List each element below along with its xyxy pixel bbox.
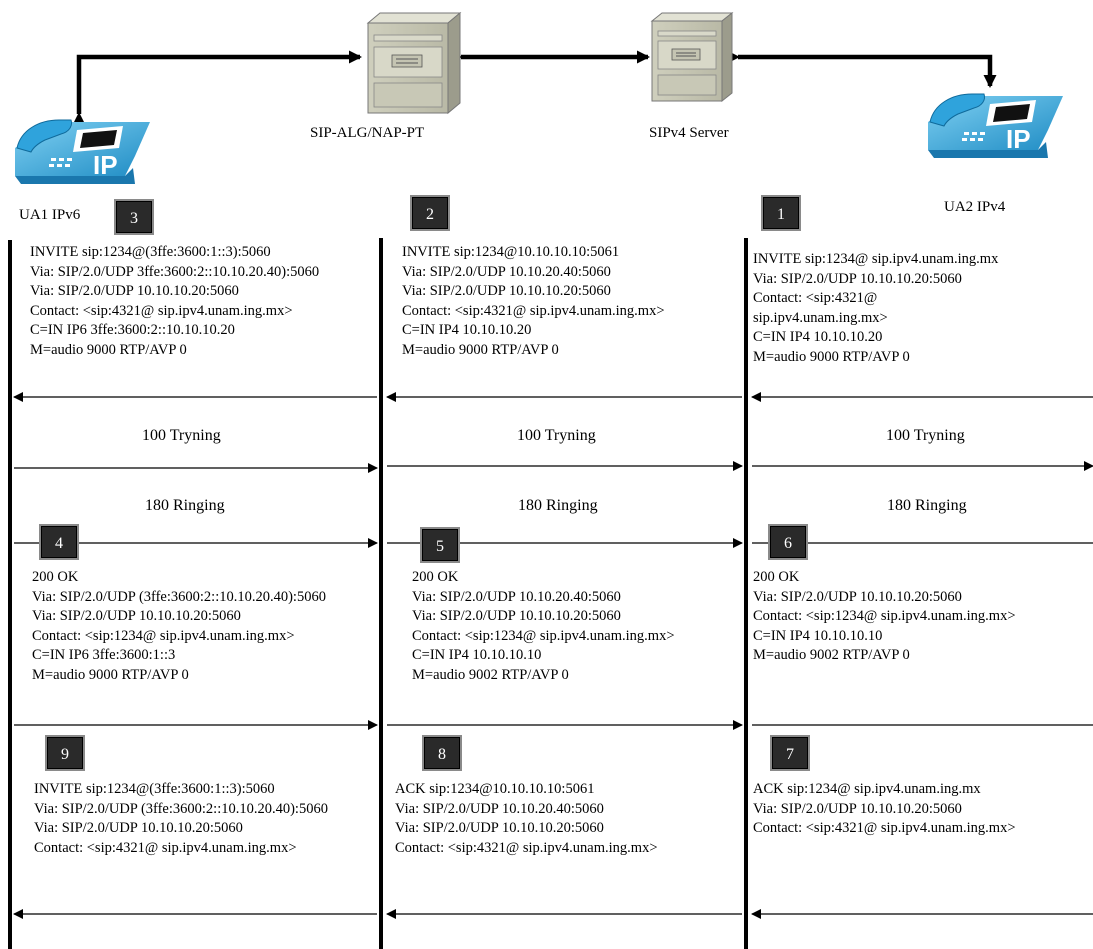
message-line: Contact: <sip:1234@ sip.ipv4.unam.ing.mx… [32,627,295,644]
message-line: Via: SIP/2.0/UDP 10.10.10.20:5060 [395,820,604,836]
node-label-alg: SIP-ALG/NAP-PT [310,125,425,141]
node-label-ua2: UA2 IPv4 [944,199,1006,215]
message-arrows [13,392,1093,919]
message-line: Contact: <sip:4321@ sip.ipv4.unam.ing.mx… [34,839,297,856]
message-line: Via: SIP/2.0/UDP 10.10.10.20:5060 [32,608,241,624]
step-badge: 3 [114,199,154,235]
message-line: Via: SIP/2.0/UDP 10.10.10.20:5060 [34,820,243,836]
trying-label: 100 Tryning [886,427,965,444]
message-line: Contact: <sip:4321@ sip.ipv4.unam.ing.mx… [30,302,293,319]
message-line: INVITE sip:1234@(3ffe:3600:1::3):5060 [30,244,271,260]
message-line: Contact: <sip:1234@ sip.ipv4.unam.ing.mx… [412,627,675,644]
message-line: Via: SIP/2.0/UDP 10.10.20.40:5060 [395,800,604,817]
network-connection-lines [72,50,997,125]
ip-phone-icon: IP [15,119,150,184]
step-badge: 1 [761,195,801,231]
message-line: 200 OK [412,569,459,585]
message-line: INVITE sip:1234@(3ffe:3600:1::3):5060 [34,781,275,797]
message-line: Contact: <sip:4321@ [753,290,878,306]
trying-label: 100 Tryning [517,427,596,444]
message-line: Via: SIP/2.0/UDP 10.10.10.20:5060 [30,283,239,299]
message-line: Via: SIP/2.0/UDP 10.10.10.20:5060 [753,270,962,287]
message-line: M=audio 9000 RTP/AVP 0 [30,341,187,358]
message-line: M=audio 9000 RTP/AVP 0 [32,666,189,683]
server-icon [366,11,462,115]
message-line: Via: SIP/2.0/UDP 10.10.10.20:5060 [753,588,962,605]
ip-phone-icon: IP [928,93,1063,158]
message-line: Contact: <sip:1234@ sip.ipv4.unam.ing.mx… [753,608,1016,624]
message-line: M=audio 9002 RTP/AVP 0 [753,647,910,663]
message-line: ACK sip:1234@ sip.ipv4.unam.ing.mx [753,781,981,797]
message-line: C=IN IP4 10.10.10.20 [402,322,532,338]
ringing-label: 180 Ringing [887,497,967,514]
message-line: Via: SIP/2.0/UDP 10.10.20.40:5060 [412,588,621,605]
message-line: 200 OK [32,569,79,585]
message-line: INVITE sip:1234@10.10.10.10:5061 [402,244,620,260]
step-badge: 5 [420,527,460,563]
message-line: C=IN IP6 3ffe:3600:2::10.10.10.20 [30,322,235,338]
message-line: M=audio 9002 RTP/AVP 0 [412,666,569,683]
message-line: M=audio 9000 RTP/AVP 0 [753,348,910,365]
message-line: Contact: <sip:4321@ sip.ipv4.unam.ing.mx… [395,839,658,856]
message-line: M=audio 9000 RTP/AVP 0 [402,341,559,358]
step-badge: 6 [768,524,808,560]
step-badge: 8 [422,735,462,771]
message-line: C=IN IP4 10.10.10.10 [412,647,542,663]
ringing-label: 180 Ringing [518,497,598,514]
step-badge: 4 [39,524,79,560]
node-label-ua1: UA1 IPv6 [19,207,81,223]
step-badge: 2 [410,195,450,231]
message-line: C=IN IP6 3ffe:3600:1::3 [32,647,176,663]
message-line: sip.ipv4.unam.ing.mx> [753,309,888,326]
message-line: Via: SIP/2.0/UDP 10.10.10.20:5060 [412,608,621,624]
phone-logo-text: IP [93,150,118,180]
server-icon [650,11,734,103]
message-line: Via: SIP/2.0/UDP (3ffe:3600:2::10.10.20.… [32,588,326,605]
message-line: Contact: <sip:4321@ sip.ipv4.unam.ing.mx… [402,302,665,319]
message-line: Via: SIP/2.0/UDP 10.10.10.20:5060 [753,800,962,817]
step-badge: 7 [770,735,810,771]
trying-label: 100 Tryning [142,427,221,444]
message-line: Via: SIP/2.0/UDP 10.10.20.40:5060 [402,263,611,280]
message-line: 200 OK [753,569,800,585]
message-line: Via: SIP/2.0/UDP 10.10.10.20:5060 [402,283,611,299]
message-line: Via: SIP/2.0/UDP (3ffe:3600:2::10.10.20.… [34,800,328,817]
message-line: INVITE sip:1234@ sip.ipv4.unam.ing.mx [753,251,999,267]
ringing-label: 180 Ringing [145,497,225,514]
message-line: C=IN IP4 10.10.10.10 [753,627,883,644]
message-line: Contact: <sip:4321@ sip.ipv4.unam.ing.mx… [753,820,1016,836]
message-line: C=IN IP4 10.10.10.20 [753,329,883,345]
node-label-server: SIPv4 Server [649,125,729,141]
message-line: Via: SIP/2.0/UDP 3ffe:3600:2::10.10.20.4… [30,263,320,280]
phone-logo-text: IP [1006,124,1031,154]
message-line: ACK sip:1234@10.10.10.10:5061 [395,781,595,797]
step-badge: 9 [45,735,85,771]
